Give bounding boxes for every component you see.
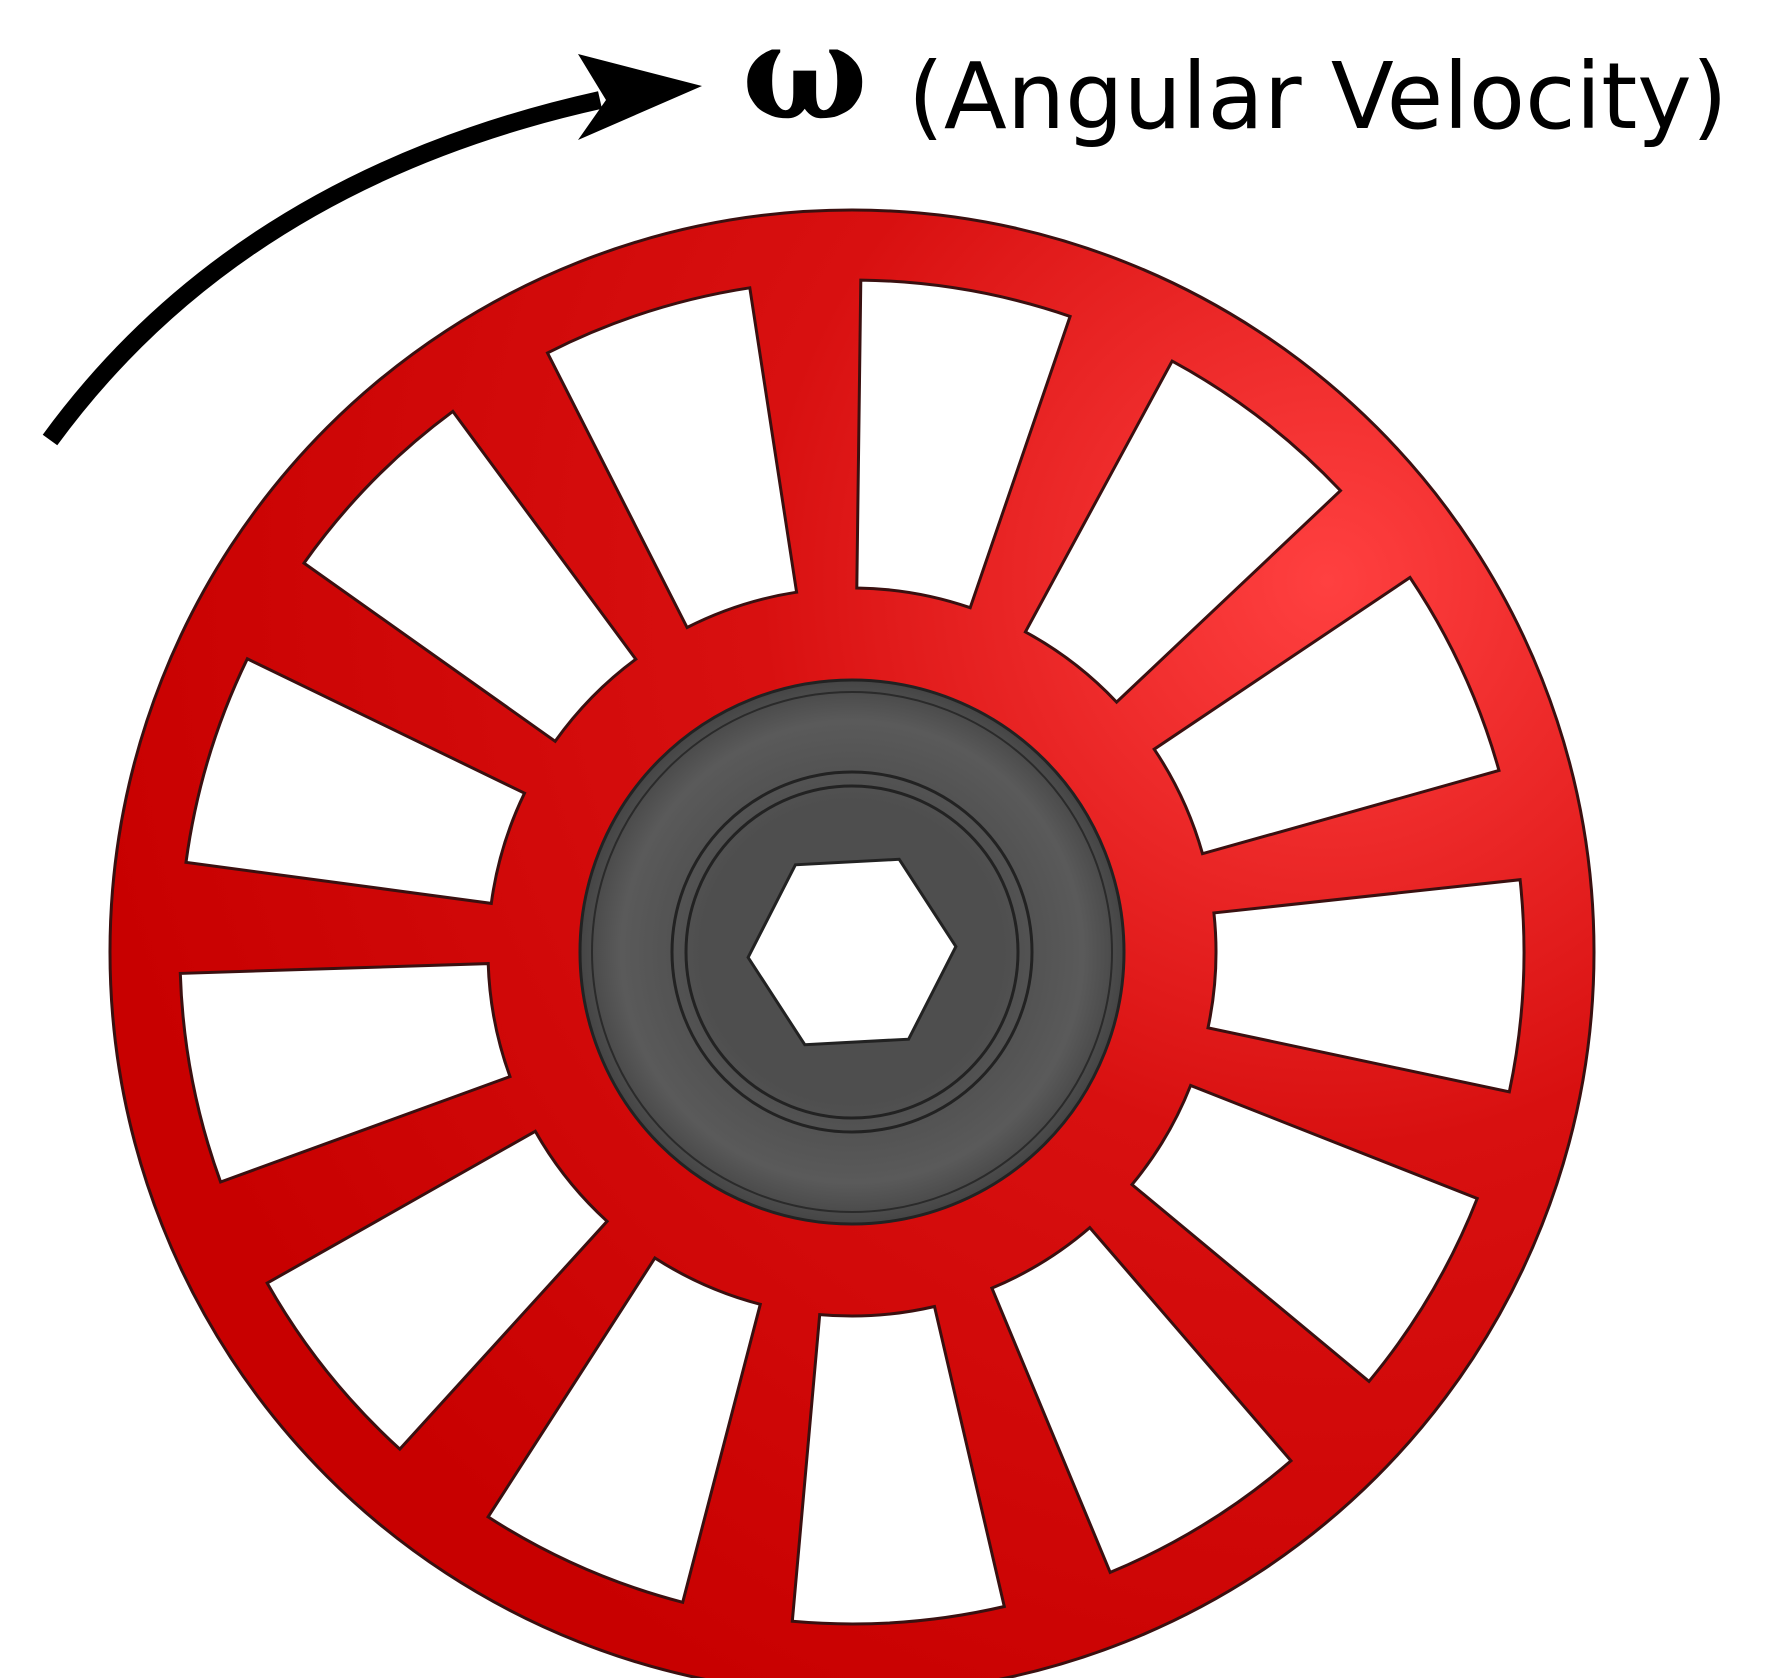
wheel-window [178, 962, 512, 1184]
wheel-window [855, 278, 1073, 610]
wheel-window [1206, 878, 1526, 1094]
wheel-window [184, 656, 527, 906]
hexagon-icon [746, 857, 958, 1047]
wheel-window [301, 409, 638, 744]
curved-arrow-icon [42, 54, 702, 446]
wheel-window [1023, 359, 1343, 705]
angular-velocity-symbol: ω [742, 0, 868, 150]
wheel [108, 208, 1596, 1678]
wheel-window [790, 1304, 1007, 1626]
wheel-window [545, 286, 799, 630]
wheel-window [1152, 575, 1501, 856]
wheel-windows [178, 278, 1526, 1626]
angular-velocity-label: (Angular Velocity) [908, 43, 1728, 150]
wheel-window [1129, 1083, 1480, 1384]
wheel-window [265, 1129, 610, 1452]
wheel-window [989, 1225, 1294, 1575]
wheel-window [486, 1255, 763, 1605]
